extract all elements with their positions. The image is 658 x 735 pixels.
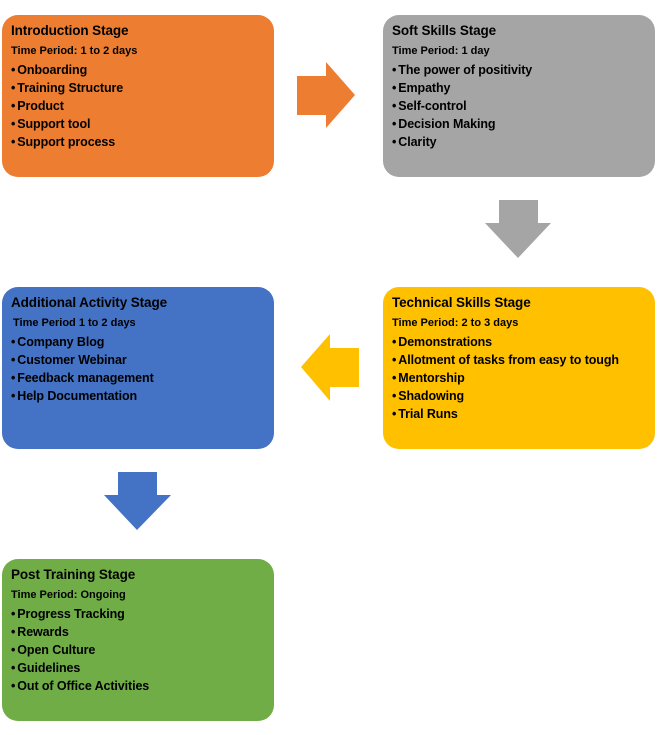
list-item: Onboarding: [11, 61, 265, 79]
list-item: Support process: [11, 133, 265, 151]
soft-skills-stage-box: Soft Skills Stage Time Period: 1 day The…: [383, 15, 655, 177]
list-item: Rewards: [11, 623, 265, 641]
stage-title: Post Training Stage: [11, 567, 136, 582]
list-item: Guidelines: [11, 659, 265, 677]
list-item: Progress Tracking: [11, 605, 265, 623]
list-item: Shadowing: [392, 387, 646, 405]
introduction-stage-box: Introduction Stage Time Period: 1 to 2 d…: [2, 15, 274, 177]
additional-activity-stage-box: Additional Activity Stage Time Period 1 …: [2, 287, 274, 449]
stage-item-list: Progress Tracking Rewards Open Culture G…: [11, 605, 265, 695]
list-item: Trial Runs: [392, 405, 646, 423]
stage-time-period: Time Period: 2 to 3 days: [392, 317, 519, 329]
list-item: Out of Office Activities: [11, 677, 265, 695]
list-item: Empathy: [392, 79, 646, 97]
stage-item-list: The power of positivity Empathy Self-con…: [392, 61, 646, 151]
list-item: Help Documentation: [11, 387, 265, 405]
list-item: Product: [11, 97, 265, 115]
technical-skills-stage-box: Technical Skills Stage Time Period: 2 to…: [383, 287, 655, 449]
arrow-down-icon: [104, 472, 171, 530]
list-item: Mentorship: [392, 369, 646, 387]
list-item: Allotment of tasks from easy to tough: [392, 351, 646, 369]
list-item: Clarity: [392, 133, 646, 151]
stage-item-list: Demonstrations Allotment of tasks from e…: [392, 333, 646, 423]
stage-title: Soft Skills Stage: [392, 23, 497, 38]
arrow-down-icon: [485, 200, 551, 258]
stage-title: Additional Activity Stage: [11, 295, 168, 310]
list-item: Training Structure: [11, 79, 265, 97]
list-item: Open Culture: [11, 641, 265, 659]
list-item: Support tool: [11, 115, 265, 133]
arrow-right-icon: [297, 62, 355, 128]
stage-time-period: Time Period: Ongoing: [11, 589, 126, 601]
stage-time-period: Time Period: 1 to 2 days: [11, 45, 138, 57]
stage-time-period: Time Period 1 to 2 days: [13, 317, 136, 329]
list-item: The power of positivity: [392, 61, 646, 79]
list-item: Customer Webinar: [11, 351, 265, 369]
stage-title: Technical Skills Stage: [392, 295, 531, 310]
list-item: Demonstrations: [392, 333, 646, 351]
list-item: Company Blog: [11, 333, 265, 351]
stage-title: Introduction Stage: [11, 23, 129, 38]
arrow-left-icon: [301, 334, 359, 401]
post-training-stage-box: Post Training Stage Time Period: Ongoing…: [2, 559, 274, 721]
list-item: Feedback management: [11, 369, 265, 387]
list-item: Decision Making: [392, 115, 646, 133]
list-item: Self-control: [392, 97, 646, 115]
stage-time-period: Time Period: 1 day: [392, 45, 490, 57]
stage-item-list: Company Blog Customer Webinar Feedback m…: [11, 333, 265, 405]
stage-item-list: Onboarding Training Structure Product Su…: [11, 61, 265, 151]
